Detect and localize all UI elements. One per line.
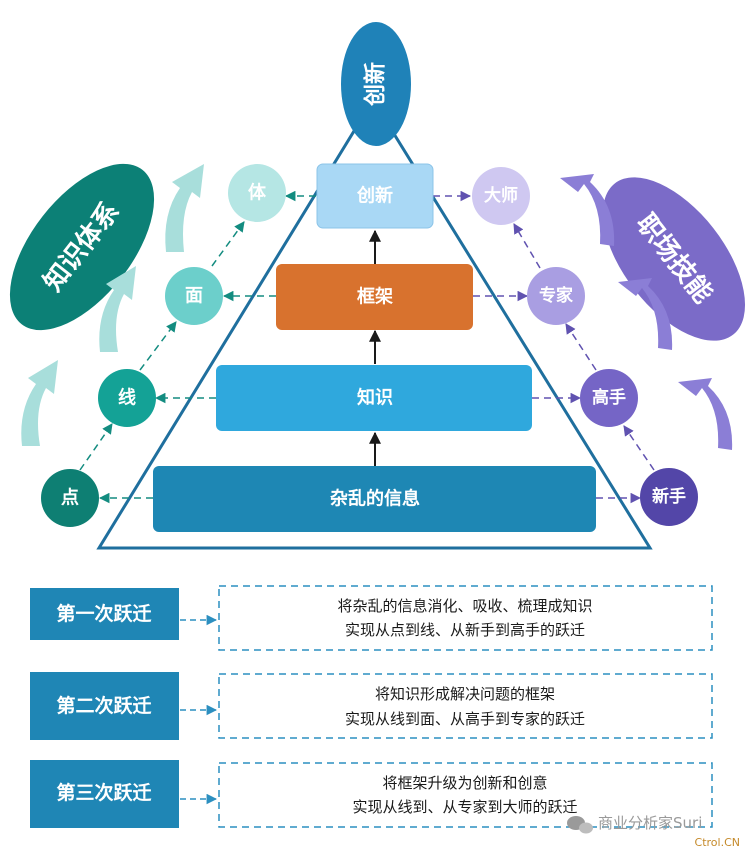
step-label-2: 第二次跃迁 [56,694,151,717]
watermark-site: Ctrol.CN [695,836,740,849]
right-diagonal-connectors [513,223,655,471]
right-node-novice: 新手 [640,468,698,526]
left-node-plane-label: 面 [185,286,203,307]
diag-plane-body [211,221,245,267]
left-node-line: 线 [98,369,156,427]
step-desc-line2-1: 实现从点到线、从新手到高手的跃迁 [345,621,585,639]
layer-label-framework: 框架 [357,286,393,308]
right-curved-arrow-1 [678,378,733,450]
step-row-2: 第二次跃迁 将知识形成解决问题的框架 实现从线到面、从高手到专家的跃迁 [30,672,713,740]
left-title-badge: 知识体系 [9,163,155,331]
right-node-novice-label: 新手 [652,486,686,507]
left-node-point-label: 点 [61,487,79,509]
pyramid-layer-information: 杂乱的信息 [153,466,596,532]
step-desc-box-2 [218,673,713,739]
step-desc-box-3 [218,762,713,828]
right-node-expert: 高手 [580,369,638,427]
layer-label-information: 杂乱的信息 [330,488,420,510]
right-title-badge: 职场技能 [602,177,746,341]
wechat-icon [567,816,593,834]
left-node-point: 点 [41,469,99,527]
step-row-3: 第三次跃迁 将框架升级为创新和创意 实现从线到、从专家到大师的跃迁 [30,760,713,828]
right-node-specialist-label: 专家 [539,285,573,306]
step-label-box-2 [30,672,179,740]
right-node-master: 大师 [472,167,530,225]
left-node-body: 体 [228,164,286,222]
step-desc-line1-1: 将杂乱的信息消化、吸收、梳理成知识 [337,597,592,615]
apex-node: 创新 [341,22,411,146]
left-curved-arrow-3 [165,164,204,252]
layer-label-innovation: 创新 [356,185,393,207]
right-node-expert-label: 高手 [592,387,626,408]
step-desc-line1-3: 将框架升级为创新和创意 [382,774,547,792]
step-label-box-1 [30,588,179,640]
left-diagonal-connectors [79,221,245,471]
right-curved-arrows [560,174,733,450]
left-curved-arrow-1 [21,360,58,446]
right-curved-arrow-2 [618,278,673,350]
step-label-box-3 [30,760,179,828]
pyramid-layer-knowledge: 知识 [216,365,532,431]
step-label-1: 第一次跃迁 [56,602,151,625]
layer-label-knowledge: 知识 [357,387,393,409]
horizontal-connectors [98,190,642,504]
left-node-plane: 面 [165,267,223,325]
diag-novice-expert [623,425,655,471]
step-desc-box-1 [218,585,713,651]
left-node-body-label: 体 [248,182,267,204]
watermark: 商业分析家Suri Ctrol.CN [567,814,740,849]
step-label-3: 第三次跃迁 [56,781,151,804]
watermark-account: 商业分析家Suri [598,814,702,832]
left-curved-arrow-2 [99,266,136,352]
step-row-1: 第一次跃迁 将杂乱的信息消化、吸收、梳理成知识 实现从点到线、从新手到高手的跃迁 [30,585,713,651]
pyramid-layer-framework: 框架 [276,264,473,330]
diag-line-plane [139,321,177,371]
diag-point-line [79,423,113,471]
pyramid-layer-innovation: 创新 [316,163,434,229]
apex-label: 创新 [363,62,389,107]
step-desc-line2-3: 实现从线到、从专家到大师的跃迁 [352,798,577,816]
diag-expert-specialist [565,323,597,371]
diag-specialist-master [513,223,541,269]
right-curved-arrow-3 [560,174,615,246]
step-desc-line1-2: 将知识形成解决问题的框架 [375,685,555,703]
right-node-specialist: 专家 [527,267,585,325]
step-desc-line2-2: 实现从线到面、从高手到专家的跃迁 [345,710,585,728]
left-curved-arrows [21,164,204,446]
left-node-line-label: 线 [118,387,136,409]
right-node-master-label: 大师 [484,185,518,206]
